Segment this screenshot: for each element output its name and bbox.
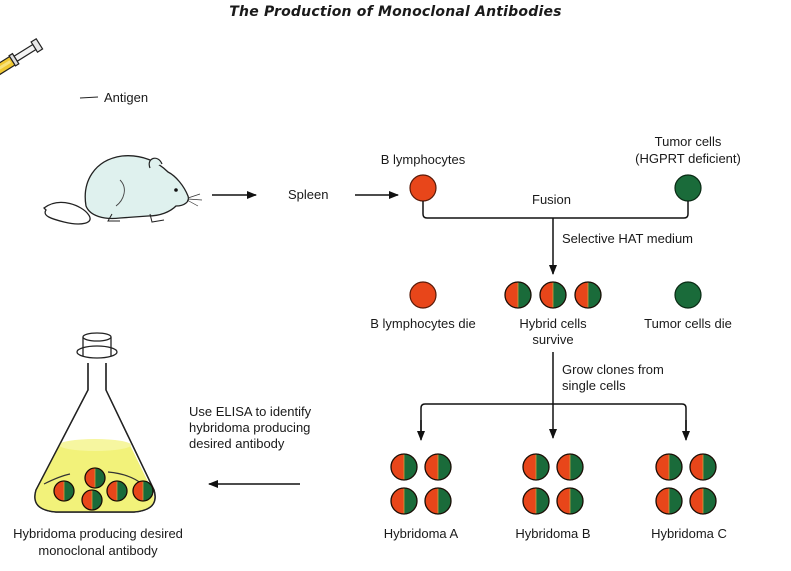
- antigen-label: Antigen: [104, 90, 149, 105]
- hybridoma-cell-b: [556, 453, 584, 481]
- hybridoma-a-label: Hybridoma A: [383, 526, 459, 541]
- clone-branch-line: [420, 403, 687, 438]
- b-lymphocyte-cell: [409, 174, 437, 202]
- flask-hybridoma-cell: [84, 467, 106, 489]
- grow-clones-label: Grow clones from: [562, 362, 664, 377]
- dying-tumor-cell: [674, 281, 702, 309]
- fusion-bracket: [422, 201, 689, 219]
- hybridoma-cell-c: [689, 487, 717, 515]
- b-lymphocytes-label: B lymphocytes: [380, 152, 466, 167]
- flask-label-line2: monoclonal antibody: [38, 543, 158, 558]
- hybridoma-cell-c: [655, 487, 683, 515]
- hybridoma-cell-b: [522, 487, 550, 515]
- flask-hybridoma-cell: [132, 480, 154, 502]
- hybrid-cell: [504, 281, 532, 309]
- hybridoma-b-label: Hybridoma B: [515, 526, 591, 541]
- hybridoma-clusters: [390, 453, 717, 515]
- hybridoma-cell-c: [655, 453, 683, 481]
- tumor-cells-die-label: Tumor cells die: [644, 316, 732, 331]
- elisa-label-line1: Use ELISA to identify: [189, 404, 312, 419]
- fusion-label: Fusion: [532, 192, 572, 207]
- hybrid-cell: [539, 281, 567, 309]
- mouse-icon: [43, 155, 203, 225]
- diagram-title: The Production of Monoclonal Antibodies: [229, 4, 562, 20]
- hybrid-cells-label: Hybrid cells: [519, 316, 587, 331]
- hybrid-cell: [574, 281, 602, 309]
- tumor-cell: [674, 174, 702, 202]
- flask-hybridoma-cell: [106, 480, 128, 502]
- hybrid-cells-sublabel: survive: [532, 332, 574, 347]
- hybrid-cells-group: [504, 281, 602, 309]
- hybridoma-cell-a: [390, 487, 418, 515]
- syringe-icon: [0, 37, 99, 99]
- hybridoma-cell-c: [689, 453, 717, 481]
- elisa-label-line2: hybridoma producing: [189, 420, 311, 435]
- hybridoma-cell-b: [556, 487, 584, 515]
- hybridoma-c-label: Hybridoma C: [651, 526, 727, 541]
- tumor-cells-sublabel: (HGPRT deficient): [635, 151, 741, 166]
- flask-hybridoma-cell: [53, 480, 75, 502]
- selective-hat-label: Selective HAT medium: [562, 231, 694, 246]
- b-lymphocytes-die-label: B lymphocytes die: [370, 316, 476, 331]
- hybridoma-cell-a: [390, 453, 418, 481]
- grow-clones-sublabel: single cells: [562, 378, 626, 393]
- flask-cells: [53, 467, 154, 511]
- flask-label-line1: Hybridoma producing desired: [13, 526, 183, 541]
- flask-hybridoma-cell: [81, 489, 103, 511]
- hybridoma-cell-a: [424, 453, 452, 481]
- hybridoma-cell-b: [522, 453, 550, 481]
- tumor-cells-label: Tumor cells: [654, 134, 722, 149]
- spleen-label: Spleen: [288, 187, 329, 202]
- dying-b-lymphocyte: [409, 281, 437, 309]
- hybridoma-cell-a: [424, 487, 452, 515]
- elisa-label-line3: desired antibody: [189, 436, 285, 451]
